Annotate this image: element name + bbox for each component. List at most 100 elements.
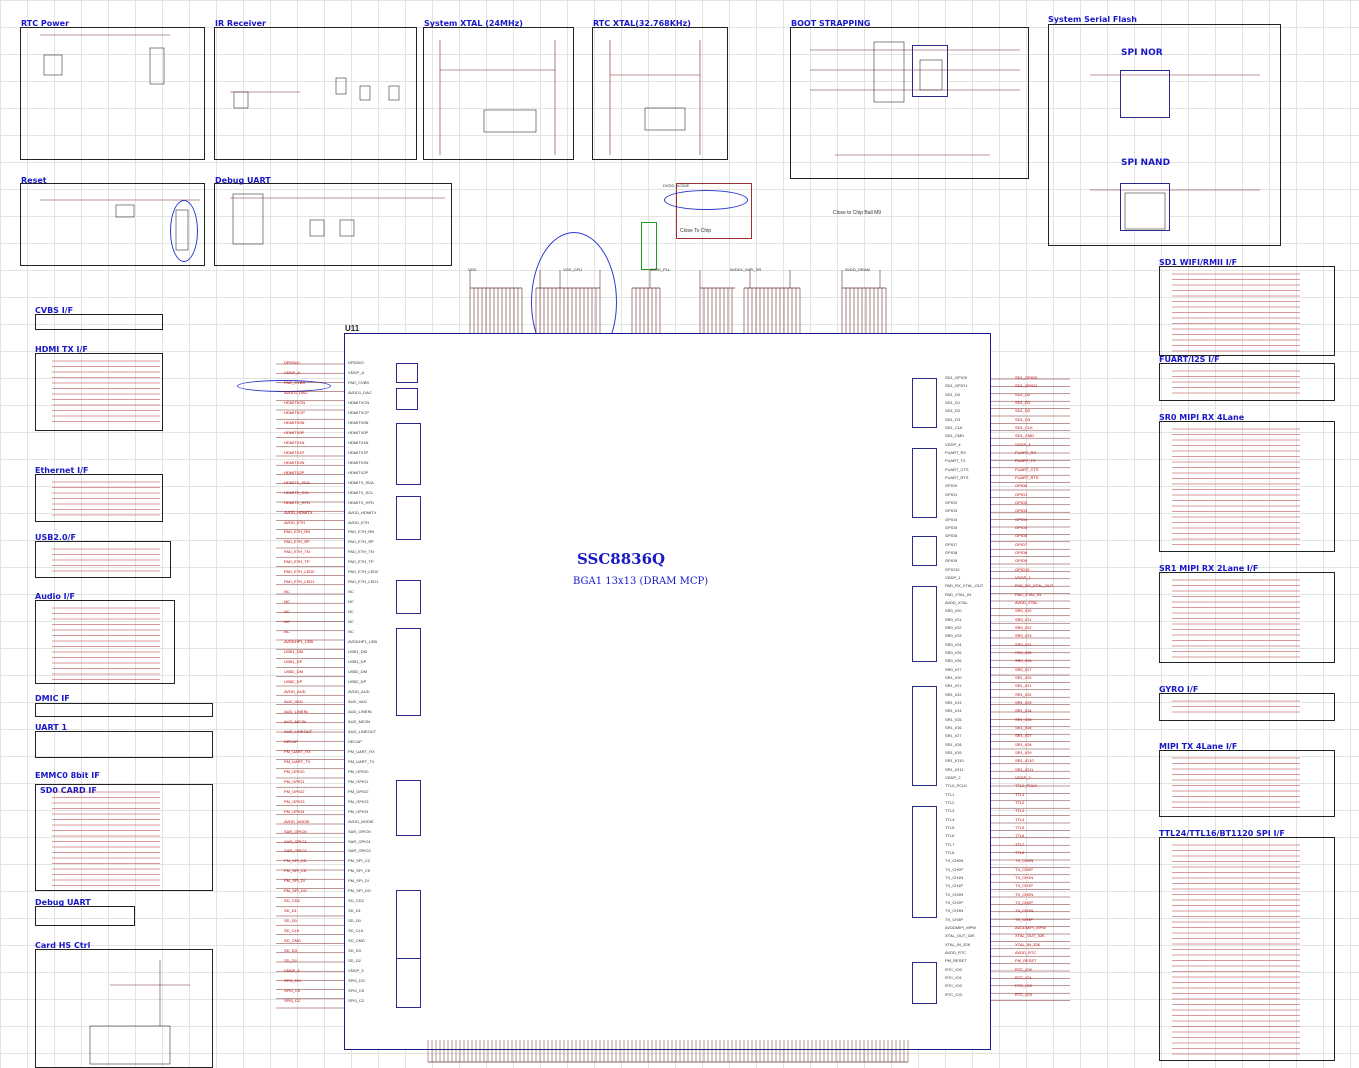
right-net-label: SR1_IO1	[1015, 683, 1032, 689]
left-net-label: NC	[284, 629, 290, 635]
left-net-label: AVDD_NODIE	[284, 818, 310, 824]
sr0-box	[1159, 421, 1335, 552]
green-marker	[641, 222, 657, 270]
right-net-label: FUART_TX	[1015, 458, 1036, 464]
component	[388, 85, 400, 101]
right-pin-label: SR1_IO1	[945, 683, 962, 689]
left-pin-label: AVDDHP1_USB	[348, 639, 378, 645]
bank-left-audio	[396, 628, 421, 716]
left-net-label: HDMITX_SCL	[284, 489, 310, 495]
right-net-label: GPIO7	[1015, 541, 1028, 547]
right-pin-label: PM_RESET	[945, 958, 967, 964]
mipi-tx-title: MIPI TX 4Lane I/F	[1159, 742, 1238, 751]
rail-dvdd-nodie: DVDD_NODIE	[663, 183, 690, 188]
right-pin-label: TTL3	[945, 808, 955, 814]
spi-nor-chip	[1120, 70, 1170, 118]
right-net-label: GPIO10	[1015, 566, 1030, 572]
left-pin-label: AUD_MICIN	[348, 718, 371, 724]
spi-nand-chip	[1120, 183, 1170, 231]
right-net-label: SR1_IO4	[1015, 708, 1032, 714]
right-pin-label: GPIO1	[945, 491, 958, 497]
right-pin-label: SR0_IO4	[945, 641, 962, 647]
right-pin-label: GPIO2	[945, 500, 958, 505]
left-net-label: HDMITXCN	[284, 399, 306, 405]
right-pin-label: PAD_RX_XTAL_OUT	[945, 583, 984, 589]
left-pin-label: AVDD_AUD	[348, 688, 370, 694]
right-net-label: TTL5	[1015, 825, 1025, 830]
bank-right-sr1	[912, 686, 937, 786]
right-pin-label: RTC_IO1	[945, 975, 962, 980]
left-net-label: SD_CMD	[284, 938, 301, 944]
right-pin-label: SR1_IO11	[945, 766, 964, 772]
right-pin-label: VDDP_4	[945, 441, 961, 447]
right-net-label: SR1_IO8	[1015, 741, 1032, 747]
left-pin-label: HDMITX_SDA	[348, 479, 374, 485]
card-hs-title: Card HS Ctrl	[35, 941, 91, 950]
left-net-label: AUD_MICIN	[284, 718, 307, 724]
left-pin-label: PM_UART_TX	[348, 758, 375, 764]
right-pin-label: AVDDMIPI_MPW	[945, 925, 977, 930]
sr1-box	[1159, 572, 1335, 663]
right-net-label: RTC_IO3	[1015, 991, 1032, 997]
right-net-label: GPIO4	[1015, 516, 1028, 522]
left-net-label: SD_D3	[284, 948, 297, 954]
left-net-label: SD_D1	[284, 908, 297, 914]
right-net-label: SD1_CLK	[1015, 425, 1033, 430]
left-net-label: PAD_ETH_LED0	[284, 569, 315, 575]
right-net-label: GPIO8	[1015, 550, 1028, 555]
left-net-label: HDMITXCP	[284, 409, 305, 415]
component	[873, 41, 905, 103]
right-net-label: SR0_IO6	[1015, 658, 1032, 664]
ir-receiver-title: IR Receiver	[215, 19, 267, 28]
right-pin-label: SR1_IO5	[945, 716, 962, 722]
right-net-label: AVDD_RTC	[1015, 950, 1037, 955]
debug-uart-bottom-title: Debug UART	[35, 898, 91, 907]
left-net-label: PAD_ETH_TP	[284, 559, 310, 565]
right-net-label: SR1_IO6	[1015, 725, 1032, 730]
sd1-title: SD1 WIFI/RMII I/F	[1159, 258, 1238, 267]
right-net-label: PAD_RX_XTAL_OUT	[1015, 583, 1054, 589]
component	[43, 54, 63, 76]
right-pin-label: TTL7	[945, 841, 955, 847]
left-net-label: USB2_DM	[284, 669, 303, 675]
left-pin-label: VDDP_3	[348, 968, 364, 974]
rtc-power-box	[20, 27, 205, 160]
right-net-label: SR1_IO0	[1015, 675, 1032, 680]
right-pin-label: TX_CH2P	[945, 900, 964, 905]
right-net-label: VDDP_2	[1015, 775, 1031, 780]
left-pin-label: NC	[348, 599, 354, 605]
left-pin-label: HDMITX2N	[348, 459, 369, 465]
right-pin-label: RTC_IO3	[945, 991, 962, 997]
debug-uart-bottom-box	[35, 906, 135, 926]
right-pin-label: GPIO3	[945, 508, 958, 514]
left-net-label: SPI0_CK	[284, 988, 301, 994]
right-net-label: SR0_IO2	[1015, 625, 1032, 630]
right-net-label: TX_CH1N	[1015, 875, 1034, 880]
right-net-label: XTAL_IN_32K	[1015, 941, 1041, 947]
ethernet-title: Ethernet I/F	[35, 466, 89, 475]
left-net-label: SD_CLK	[284, 928, 300, 934]
right-net-label: TTL4	[1015, 816, 1025, 822]
left-pin-label: PAD_CVBS	[348, 379, 370, 385]
bank-right-ttl	[912, 806, 937, 918]
bank-left-pm	[396, 780, 421, 836]
left-pin-label: PM_GPIO1	[348, 778, 369, 784]
sd1-box	[1159, 266, 1335, 356]
right-pin-label: SR1_IO3	[945, 700, 962, 705]
left-pin-label: HDMITX_SCL	[348, 489, 374, 495]
right-pin-label: XTAL_IN_32K	[945, 941, 971, 947]
audio-box	[35, 600, 175, 684]
right-pin-label: TX_CH2N	[945, 891, 964, 897]
right-net-label: GPIO6	[1015, 533, 1028, 539]
left-pin-label: SD_D3	[348, 948, 361, 954]
close-to-chip-box	[676, 183, 752, 239]
usb-box	[35, 541, 171, 578]
right-net-label: SD1_D2	[1015, 408, 1031, 414]
component	[335, 77, 347, 95]
left-pin-label: SAR_GPIO2	[348, 848, 371, 854]
left-pin-label: PM_SPI_CK	[348, 868, 371, 874]
right-net-label: SR1_IO7	[1015, 733, 1032, 739]
boot-strap-title: BOOT STRAPPING	[791, 19, 871, 28]
right-net-label: TTL3	[1015, 808, 1025, 814]
right-net-label: VDDP_4	[1015, 441, 1031, 447]
